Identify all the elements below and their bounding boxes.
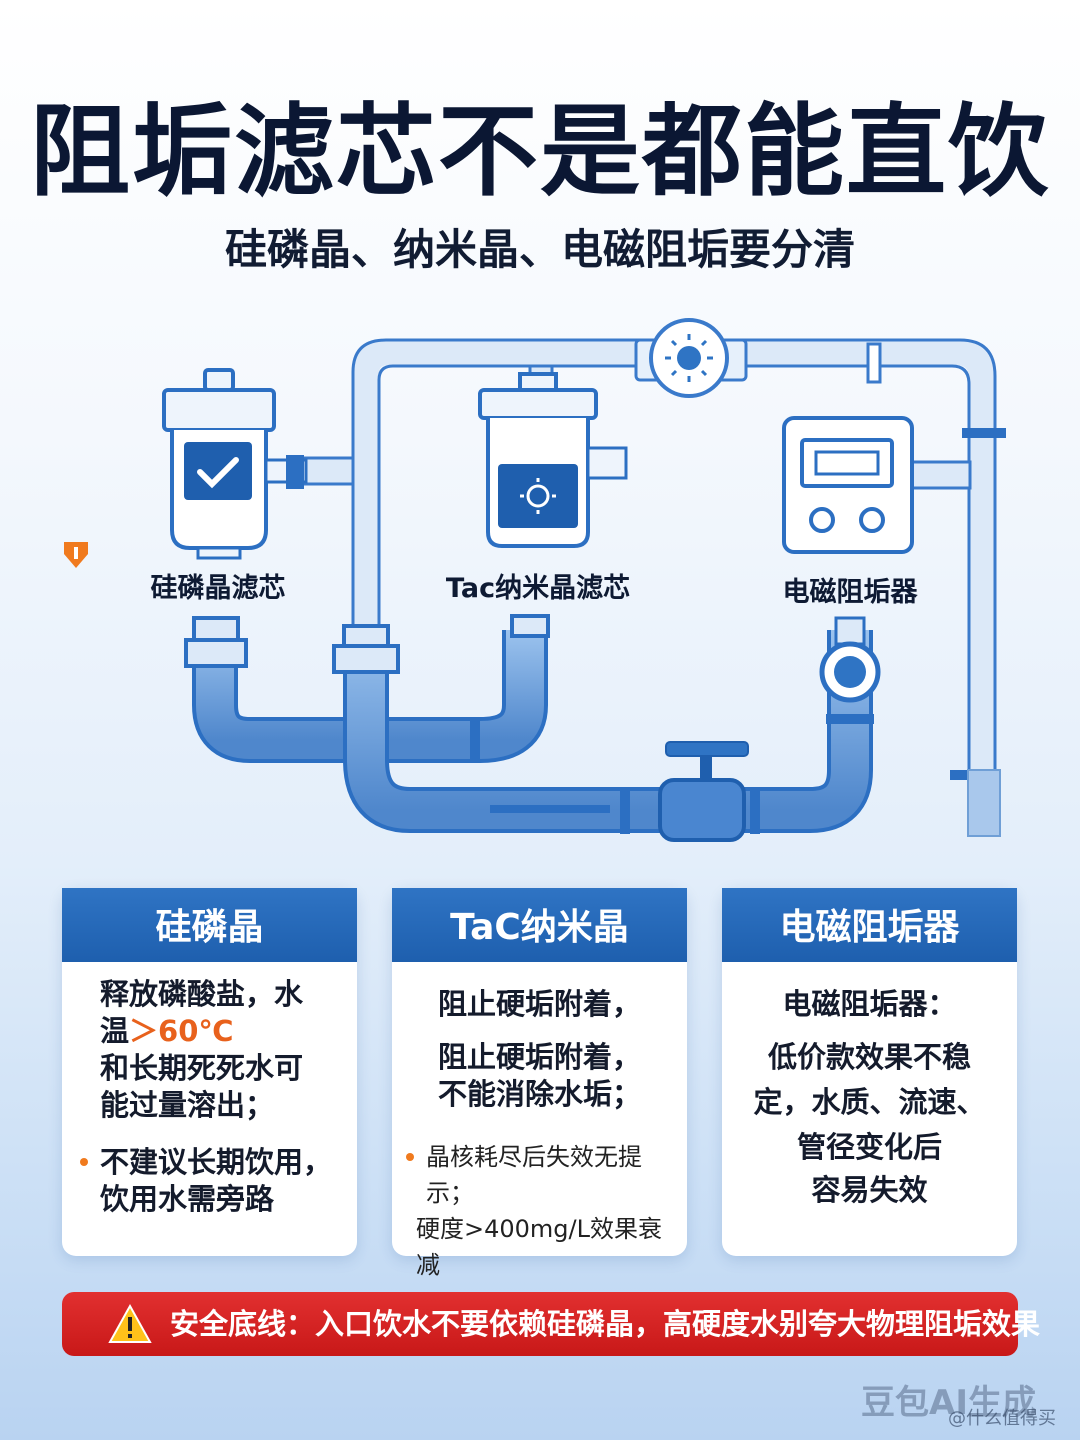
pipe-diagram bbox=[162, 318, 1006, 842]
card-line: 不能消除水垢； bbox=[437, 1077, 641, 1111]
sun-gauge-icon bbox=[634, 318, 748, 398]
page-subtitle: 硅磷晶、纳米晶、电磁阻垢要分清 bbox=[224, 225, 855, 274]
device-label-em: 电磁阻垢器 bbox=[782, 577, 918, 608]
bullet-dot-icon bbox=[406, 1153, 414, 1161]
card-body: 释放磷酸盐，水 温＞60℃ 和长期死死水可 能过量溶出； 不建议长期饮用， 饮用… bbox=[62, 962, 357, 1218]
temperature-highlight: ＞60℃ bbox=[129, 1014, 234, 1048]
card-bullet: 晶核耗尽后失效无提示； 硬度>400mg/L效果衰减 bbox=[406, 1139, 665, 1283]
checkmark-icon bbox=[197, 457, 239, 489]
card-line: 阻止硬垢附着， bbox=[437, 1040, 641, 1074]
lower-pipe bbox=[184, 614, 1001, 842]
card-line: 阻止硬垢附着， bbox=[437, 987, 641, 1021]
bullet-dot-icon bbox=[80, 1158, 88, 1166]
warning-icon bbox=[108, 1303, 152, 1343]
card-em: 电磁阻垢器 电磁阻垢器： 低价款效果不稳 定，水质、流速、 管径变化后 容易失效 bbox=[722, 888, 1017, 1256]
watermark-sub: @什么值得买 bbox=[948, 1408, 1056, 1429]
card-header: 电磁阻垢器 bbox=[722, 888, 1017, 962]
safety-banner: 安全底线：入口饮水不要依赖硅磷晶，高硬度水别夸大物理阻垢效果 bbox=[62, 1292, 1040, 1356]
card-header: 硅磷晶 bbox=[62, 888, 357, 962]
card-bullet-line: 饮用水需旁路 bbox=[100, 1182, 275, 1216]
card-text: 温 bbox=[100, 1014, 130, 1048]
card-line: 和长期死死水可 bbox=[100, 1051, 304, 1085]
page-title: 阻垢滤芯不是都能直饮 bbox=[30, 93, 1050, 210]
shield-marker-icon bbox=[64, 542, 88, 568]
card-body: 电磁阻垢器： 低价款效果不稳 定，水质、流速、 管径变化后 容易失效 bbox=[722, 962, 1017, 1209]
card-tac: TaC纳米晶 阻止硬垢附着， 阻止硬垢附着， 不能消除水垢； 晶核耗尽后失效无提… bbox=[392, 888, 687, 1279]
card-line: 管径变化后 bbox=[796, 1130, 942, 1164]
card-line: 能过量溶出； bbox=[100, 1088, 275, 1122]
card-bullet-line: 硬度>400mg/L效果衰减 bbox=[416, 1215, 662, 1279]
valve bbox=[658, 741, 749, 842]
card-bullet: 不建议长期饮用， 饮用水需旁路 bbox=[80, 1144, 335, 1218]
crystal-icon bbox=[520, 478, 556, 514]
electromagnetic-device bbox=[782, 416, 914, 554]
card-line: 电磁阻垢器： bbox=[782, 987, 957, 1021]
card-bullet-line: 不建议长期饮用， bbox=[100, 1145, 333, 1179]
watermark: 豆包AI生成 @什么值得买 bbox=[856, 1383, 1056, 1430]
device-label-silicon: 硅磷晶滤芯 bbox=[150, 573, 286, 604]
banner-text: 安全底线：入口饮水不要依赖硅磷晶，高硬度水别夸大物理阻垢效果 bbox=[170, 1307, 1041, 1341]
filter-d2 bbox=[478, 372, 628, 548]
card-line: 定，水质、流速、 bbox=[753, 1085, 986, 1119]
device-label-tac: Tac纳米晶滤芯 bbox=[445, 573, 631, 604]
card-line: 释放磷酸盐，水 bbox=[100, 977, 304, 1011]
card-header: TaC纳米晶 bbox=[392, 888, 687, 962]
watermark-text: 豆包AI生成 bbox=[861, 1383, 1036, 1423]
card-silicon: 硅磷晶 释放磷酸盐，水 温＞60℃ 和长期死死水可 能过量溶出； 不建议长期饮用… bbox=[62, 888, 357, 1256]
card-line: 容易失效 bbox=[811, 1173, 928, 1207]
card-line: 温＞60℃ bbox=[100, 1013, 335, 1050]
card-body: 阻止硬垢附着， 阻止硬垢附着， 不能消除水垢； 晶核耗尽后失效无提示； 硬度>4… bbox=[392, 962, 687, 1283]
card-line: 低价款效果不稳 bbox=[767, 1040, 971, 1074]
card-bullet-line: 晶核耗尽后失效无提示； bbox=[426, 1143, 642, 1207]
filter-d1 bbox=[162, 368, 308, 560]
